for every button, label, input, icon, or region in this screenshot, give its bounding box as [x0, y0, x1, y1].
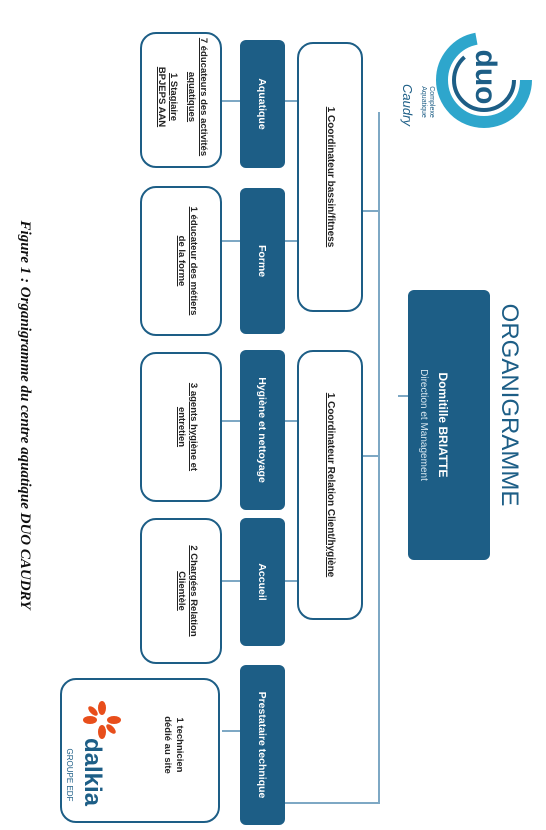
- coordinator-label: 1 Coordinateur Relation Client/hygiène: [325, 392, 336, 578]
- partner-name: dalkia: [79, 737, 106, 807]
- logo-name: duo: [469, 49, 502, 105]
- connector-line: [378, 112, 380, 802]
- department-header: [240, 350, 285, 510]
- director-role: Direction et Management: [418, 369, 430, 481]
- director-box: [408, 290, 490, 560]
- department-label: Forme: [256, 244, 268, 278]
- staff-box: [140, 518, 222, 664]
- logo-wave-icon: [436, 32, 532, 128]
- partner-box: [60, 678, 220, 823]
- connector-line: [222, 580, 240, 582]
- department-label: Aquatique: [256, 78, 268, 130]
- dalkia-star-icon: [82, 700, 122, 740]
- connector-line: [222, 240, 240, 242]
- partner-group: GROUPE EDF: [65, 748, 75, 802]
- connector-line: [362, 455, 380, 457]
- staff-line: 1 éducateur des métiers: [188, 206, 199, 316]
- connector-line: [398, 395, 408, 397]
- staff-line: dédié au site: [162, 716, 174, 774]
- connector-line: [222, 100, 240, 102]
- connector-line: [285, 580, 297, 582]
- page-title: ORGANIGRAMME: [496, 303, 523, 507]
- connector-line: [362, 210, 380, 212]
- connector-line: [222, 730, 240, 732]
- connector-line: [222, 420, 240, 422]
- logo-line2: Aquatique: [420, 86, 428, 118]
- connector-line: [285, 100, 297, 102]
- duo-logo: duo Complexe Aquatique Caudry: [401, 28, 540, 146]
- department-label: Prestataire technique: [256, 691, 268, 799]
- logo-line1: Complexe: [428, 86, 436, 118]
- staff-line: BPJEPS AAN: [156, 66, 167, 128]
- connector-line: [285, 240, 297, 242]
- coordinator-box: [297, 350, 363, 620]
- connector-line: [285, 420, 297, 422]
- coordinator-label: 1 Coordinateur bassin/fitness: [325, 106, 336, 248]
- department-header: [240, 188, 285, 334]
- connector-line: [282, 802, 380, 804]
- staff-box: [140, 186, 222, 336]
- staff-line: 1 technicien: [174, 717, 186, 773]
- logo-line3: Caudry: [400, 84, 416, 126]
- staff-line: de la forme: [176, 235, 187, 287]
- department-label: Accueil: [256, 563, 268, 601]
- department-header: [240, 518, 285, 646]
- coordinator-box: [297, 42, 363, 312]
- staff-line: 1 Stagiaire: [168, 72, 179, 122]
- department-label: Hygiène et nettoyage: [256, 377, 268, 483]
- department-header: [240, 40, 285, 168]
- staff-box: [140, 32, 222, 168]
- staff-line: aquatiques: [186, 71, 197, 123]
- staff-line: 7 éducateurs des activités: [198, 37, 209, 157]
- staff-line: 3 agents hygiène et: [188, 382, 199, 472]
- staff-line: 2 Chargées Relation: [188, 545, 199, 637]
- staff-box: [140, 352, 222, 502]
- staff-line: entretien: [176, 406, 187, 448]
- staff-line: Clientèle: [176, 571, 187, 611]
- department-header: [240, 665, 285, 825]
- director-name: Domitille BRIATTE: [436, 372, 450, 478]
- figure-caption: Figure 1 : Organigramme du centre aquati…: [17, 220, 34, 610]
